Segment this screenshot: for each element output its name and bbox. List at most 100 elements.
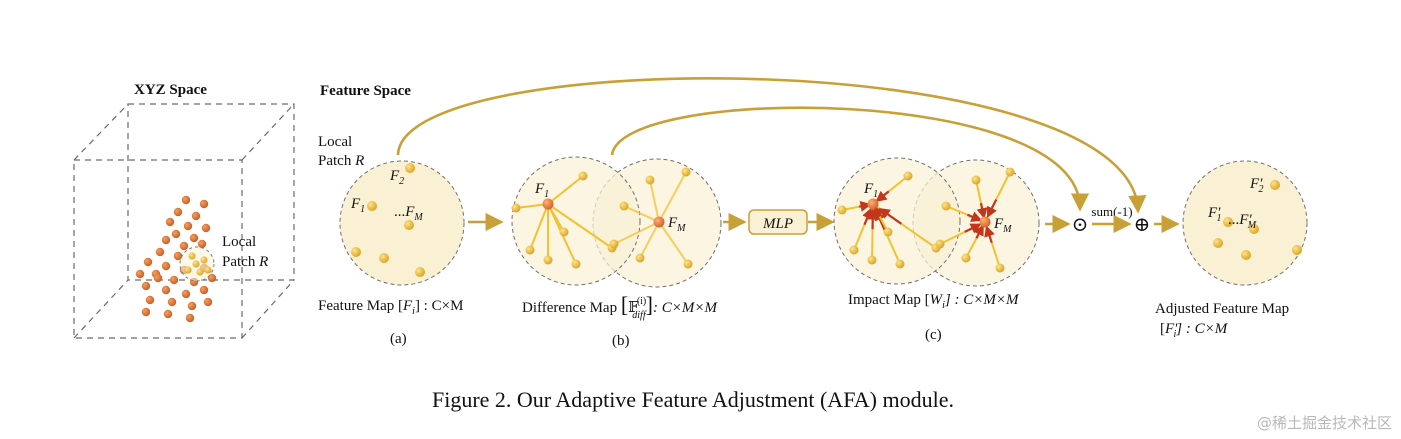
local-patch-points [184,252,212,276]
cloud-point [187,301,197,311]
feature-node [367,201,377,211]
feature-node [511,203,521,213]
panel-a-fm-label: ...FM [394,204,423,223]
feature-node [867,255,877,265]
feature-node [903,171,913,181]
center-node-fm [979,216,991,228]
cloud-point [201,223,211,233]
hadamard-operator: ⊙ [1072,214,1089,236]
feature-node [351,247,361,257]
figure-caption: Figure 2. Our Adaptive Feature Adjustmen… [432,387,954,412]
feature-node [683,259,693,269]
xyz-local-label: Local [222,234,256,250]
feature-node [883,227,893,237]
patch-point [188,252,196,260]
difference-edge [613,221,660,245]
patch-point [184,266,192,274]
feature-node [609,239,619,249]
cloud-point [181,289,191,299]
mlp-label: MLP [762,216,793,232]
adjusted-feature-node [1223,217,1233,227]
feature-node [971,175,981,185]
cloud-point [199,199,209,209]
panel-a-f1-label: F1 [350,196,365,215]
panel-d-f1-label: F′1 [1207,205,1221,224]
panel-a-feature-map: Local Patch R F2 F1 ...FM Feature Map [F… [318,134,465,347]
cloud-point [155,247,165,257]
cloud-point [169,275,179,285]
panel-b-tag: (b) [612,333,630,349]
impact-arrow [858,200,872,212]
cloud-point [181,195,191,205]
cloud-point [179,241,189,251]
feature-node [405,163,415,173]
adjusted-feature-node [1241,250,1251,260]
panel-d-adjusted-feature-map: F′2 F′1 ...F′M Adjusted Feature Map [F′i… [1155,160,1308,340]
difference-edge [639,221,660,259]
feature-node [895,259,905,269]
adjusted-feature-node [1270,180,1280,190]
cloud-point [203,297,213,307]
difference-edge [547,203,613,249]
difference-edge [529,203,549,251]
cloud-point [161,261,171,271]
feature-node [559,227,569,237]
panel-d-nodes [1213,180,1302,260]
patch-point [200,256,208,264]
operations: ⊙ sum(-1) ⊕ [1045,204,1180,236]
cloud-point [199,285,209,295]
panel-b-fm-label: FM [667,215,686,234]
xyz-space-title: XYZ Space [134,82,207,98]
feature-node [619,201,629,211]
feature-node [645,175,655,185]
cloud-point [145,295,155,305]
center-node-fm [653,216,665,228]
feature-node [961,253,971,263]
panel-b-f1-label: F1 [534,181,549,200]
feature-node [941,201,951,211]
skip-arrow-outer [396,77,1147,214]
panel-b-caption: Difference Map [𝔽(i)diff]: C×M×M [522,292,718,321]
impact-arrow [987,199,998,218]
cloud-point [207,273,217,283]
cloud-point [135,269,145,279]
cloud-point [143,257,153,267]
cloud-point [189,233,199,243]
panel-a-caption: Feature Map [Fi] : C×M [318,298,463,317]
adjusted-feature-node [1292,245,1302,255]
cloud-point [141,281,151,291]
point-cloud [135,195,217,323]
impact-arrow [873,205,884,218]
cloud-point [173,251,183,261]
feature-node [995,263,1005,273]
impact-arrow [976,202,988,220]
panel-d-fm-label: ...F′M [1228,212,1257,231]
panel-c-fm-label: FM [993,216,1012,235]
feature-node [837,205,847,215]
panel-a-local-label: Local [318,134,352,150]
panel-b-difference-map: F1 FM Difference Map [𝔽(i)diff]: C×M×M (… [511,156,722,349]
difference-edge [658,221,689,265]
panel-c-f1-label: F1 [863,181,878,200]
cloud-point [191,211,201,221]
panel-a-tag: (a) [390,331,407,347]
cloud-point [161,235,171,245]
adjusted-feature-node [1249,224,1259,234]
patch-point [196,268,204,276]
feature-node [543,255,553,265]
patch-point [204,266,212,274]
cloud-point [141,307,151,317]
feature-node [635,253,645,263]
watermark: @稀土掘金技术社区 [1257,414,1392,432]
feature-node [935,239,945,249]
plus-operator: ⊕ [1134,214,1151,236]
feature-node [415,267,425,277]
panel-c-caption: Impact Map [Wi] : C×M×M [848,292,1020,311]
panel-d-f2-label: F′2 [1249,176,1263,195]
panel-c-nodes [837,167,1015,273]
cloud-point [171,229,181,239]
feature-node [571,259,581,269]
cloud-point [163,309,173,319]
mlp-block: MLP [748,209,808,235]
